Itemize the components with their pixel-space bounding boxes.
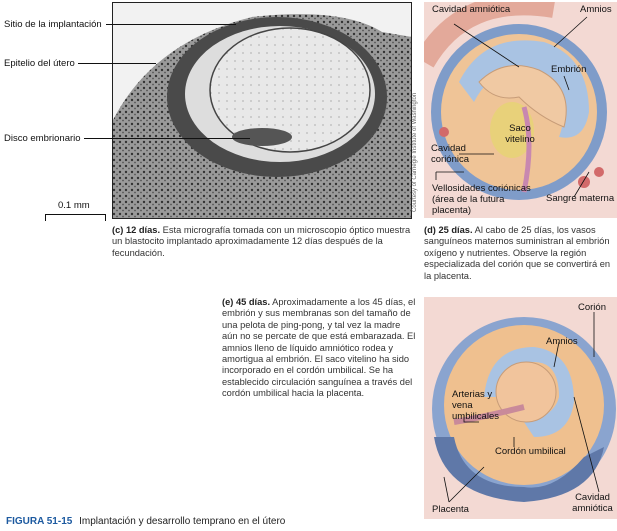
label-embryonic-disc: Disco embrionario [4,133,81,144]
figure-title: Implantación y desarrollo temprano en el… [79,516,286,527]
label-chorionic-villi: Vellosidades coriónicas (área de la futu… [432,183,531,216]
leader-line [106,24,236,25]
leader-line [84,138,250,139]
photo-credit: Courtesy of Carnegie Institute of Washin… [412,92,418,212]
caption-e-head: (e) 45 días. [222,297,271,307]
caption-c: (c) 12 días. Esta micrografía tomada con… [112,225,412,259]
caption-d-head: (d) 25 días. [424,225,473,235]
micrograph-image [112,2,412,219]
caption-e: (e) 45 días. Aproximadamente a los 45 dí… [222,297,418,400]
caption-d-text: Al cabo de 25 días, los vasos sanguíneos… [424,225,611,281]
label-chorion: Corión [578,302,606,313]
label-yolk-sac: Saco vitelino [505,123,535,145]
caption-e-text: Aproximadamente a los 45 días, el embrió… [222,297,416,399]
label-umbilical-cord: Cordón umbilical [495,446,566,457]
label-maternal-blood: Sangre materna [546,193,615,204]
caption-c-head: (c) 12 días. [112,225,161,235]
label-placenta: Placenta [432,504,469,515]
scale-bar-label: 0.1 mm [58,200,90,211]
caption-c-text: Esta micrografía tomada con un microscop… [112,225,411,258]
caption-d: (d) 25 días. Al cabo de 25 días, los vas… [424,225,617,282]
label-umbilical-vessels: Arterias y vena umbilicales [452,389,499,422]
label-chorionic-cavity: Cavidad coriónica [431,143,470,165]
label-implantation-site: Sitio de la implantación [4,19,102,30]
label-amnion: Amnios [580,4,612,15]
label-embryo: Embrión [551,64,587,75]
label-amniotic-cavity: Cavidad amniótica [432,4,511,15]
scale-bar [45,214,106,221]
label-amnion-e: Amnios [546,336,578,347]
figure-number: FIGURA 51-15 [6,516,73,527]
label-amniotic-cavity-e: Cavidad amniótica [572,492,613,514]
figure-caption: FIGURA 51-15 Implantación y desarrollo t… [6,516,285,527]
embryo-25-days-illustration [424,2,617,218]
embryo-45-days-illustration [424,297,617,519]
label-uterine-epithelium: Epitelio del útero [4,58,75,69]
leader-line [78,63,156,64]
